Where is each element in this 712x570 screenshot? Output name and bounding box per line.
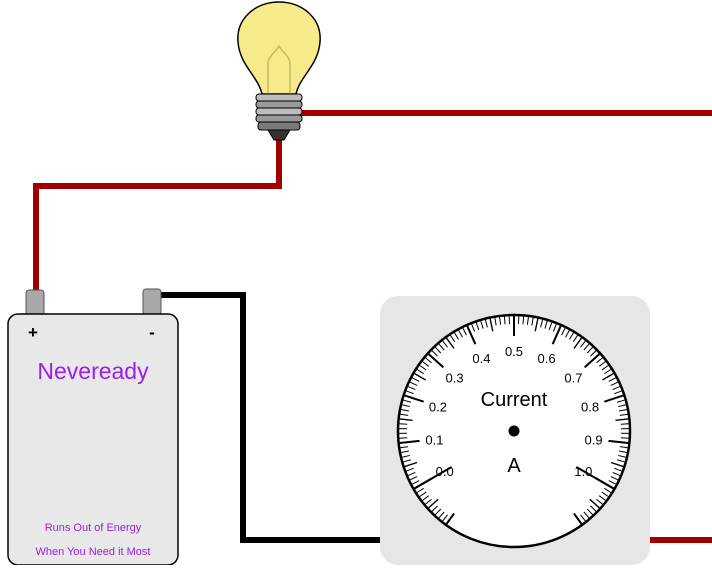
ammeter-scale-label: 0.1 xyxy=(425,432,443,447)
bulb-base xyxy=(256,94,302,140)
ammeter-minor-tick xyxy=(523,316,524,324)
ammeter-minor-tick xyxy=(621,438,629,439)
ammeter[interactable]: 0.0 0.1 0.2 0.3 0.4 0.5 0.6 0.7 0.8 0.9 1.0 Curren… xyxy=(380,296,650,565)
wire-battery-negative-to-ammeter xyxy=(160,295,405,540)
ammeter-scale-label: 0.3 xyxy=(446,370,464,385)
battery-terminal-negative[interactable] xyxy=(143,289,161,315)
ammeter-scale-label: 0.7 xyxy=(564,370,582,385)
ammeter-minor-tick xyxy=(399,424,407,425)
ammeter-minor-tick xyxy=(621,424,629,425)
ammeter-scale-label: 0.8 xyxy=(581,399,599,414)
battery[interactable]: + - Neveready Runs Out of Energy When Yo… xyxy=(8,289,178,565)
battery-negative-label: - xyxy=(149,323,155,342)
battery-brand: Neveready xyxy=(37,358,149,384)
ammeter-scale-label: 0.6 xyxy=(538,351,556,366)
ammeter-title: Current xyxy=(481,389,548,411)
battery-positive-label: + xyxy=(28,323,38,342)
ammeter-minor-tick xyxy=(504,316,505,324)
ammeter-needle-pivot xyxy=(509,426,520,437)
ammeter-scale-label: 0.2 xyxy=(429,399,447,414)
ammeter-unit: A xyxy=(507,455,521,477)
bulb-glass xyxy=(238,2,320,94)
ammeter-minor-tick xyxy=(399,438,407,439)
ammeter-scale-label: 0.0 xyxy=(436,464,454,479)
wire-bulb-to-battery-positive xyxy=(36,140,279,292)
battery-terminal-positive[interactable] xyxy=(26,290,44,316)
ammeter-scale-label: 1.0 xyxy=(574,464,592,479)
battery-slogan-line2: When You Need it Most xyxy=(36,546,151,558)
ammeter-scale-label: 0.5 xyxy=(505,344,523,359)
ammeter-scale-label: 0.9 xyxy=(585,432,603,447)
light-bulb[interactable] xyxy=(238,2,320,140)
ammeter-scale-label: 0.4 xyxy=(472,351,490,366)
battery-slogan-line1: Runs Out of Energy xyxy=(45,522,142,534)
